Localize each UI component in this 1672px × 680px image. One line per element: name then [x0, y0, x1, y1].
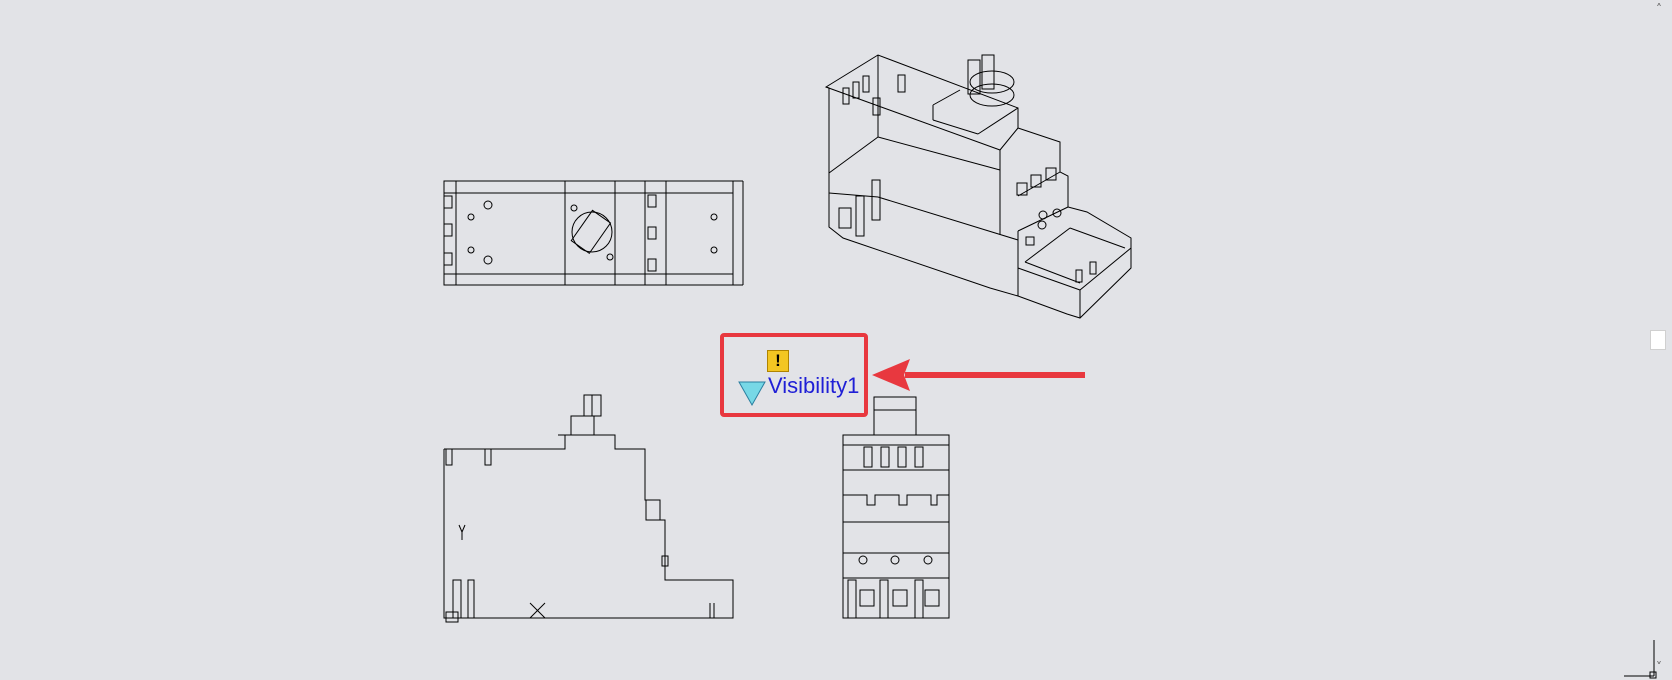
- vertical-scrollbar[interactable]: ˄ ˅: [1646, 0, 1672, 680]
- ucs-corner-icon: [1624, 640, 1657, 679]
- visibility-triangle-icon[interactable]: [738, 381, 766, 407]
- callout-arrow: [872, 359, 1085, 391]
- front-view-drawing: [443, 394, 734, 623]
- scroll-thumb[interactable]: [1650, 330, 1666, 350]
- side-view-drawing: [842, 396, 950, 619]
- exclamation-warning-icon[interactable]: !: [767, 350, 789, 372]
- isometric-view-drawing: [824, 54, 1132, 319]
- scroll-down-arrow-icon[interactable]: ˅: [1656, 660, 1662, 674]
- visibility-parameter-label[interactable]: Visibility1: [768, 373, 860, 398]
- scroll-up-arrow-icon[interactable]: ˄: [1656, 2, 1662, 16]
- top-view-drawing: [443, 180, 744, 286]
- callout-highlight-box: [720, 333, 868, 417]
